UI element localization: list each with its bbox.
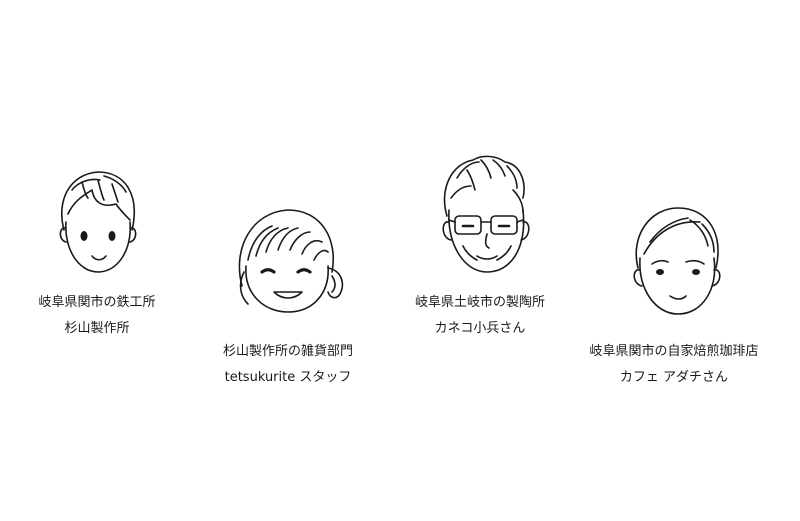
caption-1-name: 杉山製作所 bbox=[64, 321, 130, 336]
portrait-man-with-glasses bbox=[442, 155, 530, 273]
caption-3: 岐阜県土岐市の製陶所 カネコ小兵さん bbox=[350, 290, 610, 342]
caption-3-location: 岐阜県土岐市の製陶所 bbox=[414, 295, 545, 310]
portrait-short-hair-boy bbox=[59, 171, 137, 273]
caption-2: 杉山製作所の雑貨部門 tetsukurite スタッフ bbox=[158, 339, 418, 391]
caption-1: 岐阜県関市の鉄工所 杉山製作所 bbox=[0, 290, 227, 342]
portrait-girl-with-bangs bbox=[238, 209, 344, 313]
caption-2-location: 杉山製作所の雑貨部門 bbox=[222, 344, 353, 359]
caption-2-name: tetsukurite スタッフ bbox=[224, 370, 352, 385]
caption-1-location: 岐阜県関市の鉄工所 bbox=[38, 295, 156, 310]
caption-3-name: カネコ小兵さん bbox=[434, 321, 526, 336]
caption-4-location: 岐阜県関市の自家焙煎珈琲店 bbox=[589, 344, 759, 359]
caption-4: 岐阜県関市の自家焙煎珈琲店 カフェ アダチさん bbox=[544, 339, 800, 391]
portrait-woman-side-part bbox=[633, 207, 721, 315]
caption-4-name: カフェ アダチさん bbox=[619, 370, 729, 385]
